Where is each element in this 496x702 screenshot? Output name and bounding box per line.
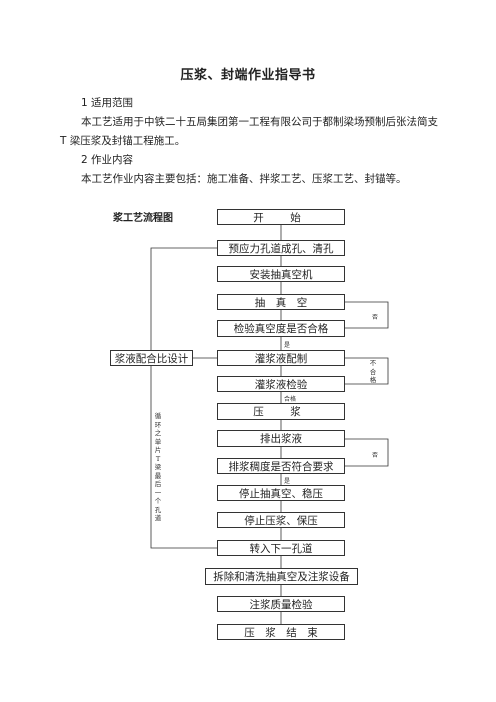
section1-text: 本工艺适用于中铁二十五局集团第一工程有限公司于都制梁场预制后张法简支 T 梁压浆… [60,116,438,147]
flow-step-discharge: 排出浆液 [217,430,345,447]
page-title: 压浆、封端作业指导书 [180,68,316,83]
flow-step-quality-check: 注浆质量检验 [217,596,345,612]
label-not-qualified: 不合格 [369,359,377,384]
flow-step-stop-grouting: 停止压浆、保压 [217,512,345,528]
flow-step-install-vacuum: 安装抽真空机 [217,266,345,282]
label-yes-consistency: 是 [284,478,291,485]
label-no-vacuum: 否 [372,314,379,321]
flow-step-grout-mix: 灌浆液配制 [217,350,345,366]
label-yes-vacuum: 是 [284,342,291,349]
flow-step-consistency-check: 排浆稠度是否符合要求 [217,458,345,474]
flow-step-stop-vacuum: 停止抽真空、稳压 [217,485,345,501]
flow-step-duct-forming: 预应力孔道成孔、清孔 [217,240,345,256]
flow-step-end: 压 浆 结 束 [217,624,345,640]
flow-step-vacuum: 抽 真 空 [217,294,345,310]
flow-side-mix-design: 浆液配合比设计 [110,350,193,366]
label-loop-last-duct: 循环之单片T梁最后一个孔道 [154,412,162,522]
flow-step-grout-test: 灌浆液检验 [217,376,345,392]
section2-heading: 2 作业内容 [81,154,134,166]
section1-heading: 1 适用范围 [81,97,134,109]
flow-step-check-vacuum: 检验真空度是否合格 [217,320,345,337]
label-qualified: 合格 [284,396,297,403]
flow-step-clean-equipment: 拆除和清洗抽真空及注浆设备 [205,568,358,585]
section2-text: 本工艺作业内容主要包括：施工准备、拌浆工艺、压浆工艺、封锚等。 [81,173,407,185]
label-no-consistency: 否 [372,452,379,459]
flow-step-grouting: 压 浆 [217,403,345,420]
flow-step-start: 开 始 [217,209,345,225]
flow-step-next-duct: 转入下一孔道 [217,540,345,556]
flowchart-caption: 浆工艺流程图 [113,213,173,224]
